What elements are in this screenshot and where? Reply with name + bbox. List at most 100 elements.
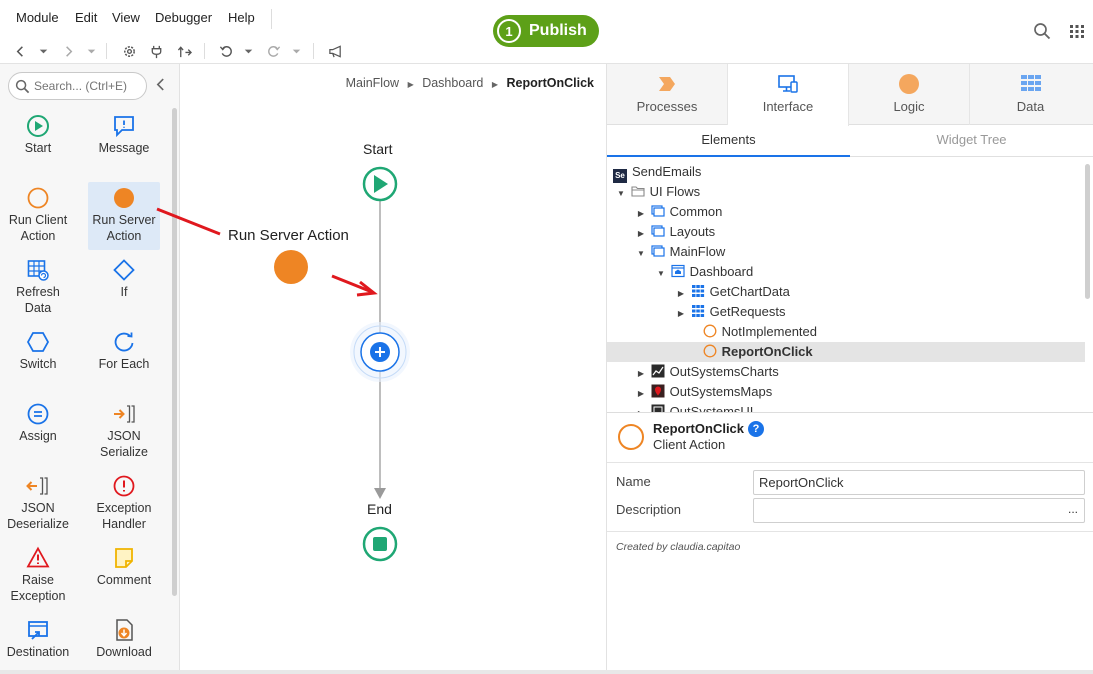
megaphone-icon[interactable] — [327, 43, 343, 59]
tool-label: Run Server Action — [92, 213, 156, 243]
plug-icon[interactable] — [148, 43, 164, 59]
tab-processes[interactable]: Processes — [607, 64, 728, 125]
tree-scrollbar[interactable] — [1085, 164, 1090, 299]
tree-node-ui-flows[interactable]: ▼ UI Flows — [615, 182, 700, 202]
charts-module-icon — [651, 364, 665, 378]
connector-arrowhead-icon — [374, 488, 386, 499]
end-node[interactable] — [362, 526, 398, 562]
collapsed-chevron-icon[interactable]: ▶ — [677, 289, 685, 298]
collapsed-chevron-icon[interactable]: ▶ — [637, 209, 645, 218]
destination-icon — [28, 621, 48, 640]
breadcrumb-separator-icon: ▶ — [491, 80, 498, 89]
tree-node-mainflow[interactable]: ▼ MainFlow — [635, 242, 725, 262]
toolbar-separator — [204, 43, 205, 59]
undo-icon[interactable] — [218, 43, 234, 59]
collapse-toolbox-icon[interactable] — [156, 78, 165, 94]
tree-node-outsystemsmaps[interactable]: ▶ OutSystemsMaps — [635, 382, 772, 402]
tool-start[interactable]: Start — [2, 110, 74, 178]
tool-raise-exception[interactable]: Raise Exception — [2, 542, 74, 610]
description-field[interactable]: ... — [753, 498, 1085, 523]
tool-exception-handler[interactable]: Exception Handler — [88, 470, 160, 538]
tab-interface[interactable]: Interface — [728, 64, 849, 126]
refresh-data-icon — [27, 260, 49, 281]
folder-icon — [631, 186, 645, 197]
tool-label: For Each — [98, 357, 150, 371]
tree-node-getrequests[interactable]: ▶ GetRequests — [675, 302, 786, 322]
apps-grid-icon[interactable] — [1068, 22, 1086, 40]
forward-dropdown-icon[interactable] — [83, 43, 99, 59]
collapsed-chevron-icon[interactable]: ▶ — [637, 389, 645, 398]
start-node[interactable] — [362, 166, 398, 202]
tool-label: Download — [96, 645, 152, 659]
selected-element-type: Client Action — [653, 437, 726, 452]
ui-flow-icon — [651, 225, 665, 237]
tab-label: Data — [1016, 99, 1045, 114]
run-client-action-icon — [27, 187, 49, 209]
name-field[interactable] — [753, 470, 1085, 495]
tool-if[interactable]: If — [88, 254, 160, 322]
redo-icon[interactable] — [265, 43, 281, 59]
tool-download[interactable]: Download — [88, 614, 160, 674]
merge-icon[interactable] — [176, 43, 192, 59]
menu-help[interactable]: Help — [228, 10, 255, 25]
search-icon[interactable] — [1033, 22, 1051, 40]
tool-json-serialize[interactable]: JSON Serialize — [88, 398, 160, 466]
tab-logic[interactable]: Logic — [849, 64, 970, 125]
menu-edit[interactable]: Edit — [75, 10, 98, 25]
tree-node-layouts[interactable]: ▶ Layouts — [635, 222, 715, 242]
forward-icon[interactable] — [60, 43, 76, 59]
back-icon[interactable] — [12, 43, 28, 59]
tool-refresh-data[interactable]: Refresh Data — [2, 254, 74, 322]
divider — [607, 462, 1093, 463]
description-ellipsis-button[interactable]: ... — [1067, 502, 1078, 516]
assign-icon — [27, 403, 49, 425]
tool-run-server-action[interactable]: Run Server Action — [88, 182, 160, 250]
menu-module[interactable]: Module — [16, 10, 59, 25]
toolbox-search-input[interactable] — [34, 79, 134, 93]
client-action-icon — [618, 424, 644, 450]
collapsed-chevron-icon[interactable]: ▶ — [635, 404, 647, 412]
breadcrumb-item[interactable]: Dashboard — [422, 76, 484, 90]
help-icon[interactable]: ? — [748, 421, 764, 437]
breadcrumb-item[interactable]: MainFlow — [345, 76, 400, 90]
toolbox-scrollbar[interactable] — [172, 108, 177, 596]
menu-view[interactable]: View — [112, 10, 140, 25]
menu-debugger[interactable]: Debugger — [155, 10, 213, 25]
tool-destination[interactable]: Destination — [2, 614, 74, 674]
tool-comment[interactable]: Comment — [88, 542, 160, 610]
collapsed-chevron-icon[interactable]: ▶ — [637, 369, 645, 378]
collapsed-chevron-icon[interactable]: ▶ — [637, 229, 645, 238]
expanded-chevron-icon[interactable]: ▼ — [657, 269, 665, 278]
tree-node-reportonclick[interactable]: ReportOnClick — [607, 342, 1085, 362]
tree-node-getchartdata[interactable]: ▶ GetChartData — [675, 282, 790, 302]
settings-gear-icon[interactable] — [121, 43, 137, 59]
tool-switch[interactable]: Switch — [2, 326, 74, 394]
back-dropdown-icon[interactable] — [35, 43, 51, 59]
expanded-chevron-icon[interactable]: ▼ — [617, 189, 625, 198]
tree-node-outsystemscharts[interactable]: ▶ OutSystemsCharts — [635, 362, 779, 382]
tool-label: JSON Deserialize — [7, 501, 69, 531]
tool-for-each[interactable]: For Each — [88, 326, 160, 394]
tab-data[interactable]: Data — [970, 64, 1091, 125]
publish-button[interactable]: 1 Publish — [493, 15, 599, 47]
tool-json-deserialize[interactable]: JSON Deserialize — [2, 470, 74, 538]
tree-node-outsystemsui[interactable]: ▶ OutSystemsUI — [635, 402, 753, 412]
publish-count-badge: 1 — [497, 19, 521, 43]
tree-node-dashboard[interactable]: ▼ Dashboard — [655, 262, 753, 282]
flow-canvas[interactable]: MainFlow ▶ Dashboard ▶ ReportOnClick Sta… — [180, 64, 606, 674]
subtab-widget-tree[interactable]: Widget Tree — [936, 132, 1007, 147]
tool-run-client-action[interactable]: Run Client Action — [2, 182, 74, 250]
expanded-chevron-icon[interactable]: ▼ — [637, 249, 645, 258]
tree-node-notimplemented[interactable]: NotImplemented — [687, 322, 817, 342]
collapsed-chevron-icon[interactable]: ▶ — [677, 309, 685, 318]
subtab-elements[interactable]: Elements — [607, 125, 850, 157]
tool-assign[interactable]: Assign — [2, 398, 74, 466]
undo-dropdown-icon[interactable] — [240, 43, 256, 59]
toolbox-search[interactable] — [8, 72, 147, 100]
tool-message[interactable]: Message — [88, 110, 160, 178]
tree-node-common[interactable]: ▶ Common — [635, 202, 722, 222]
drop-target-add-icon[interactable] — [350, 322, 410, 382]
redo-dropdown-icon[interactable] — [288, 43, 304, 59]
